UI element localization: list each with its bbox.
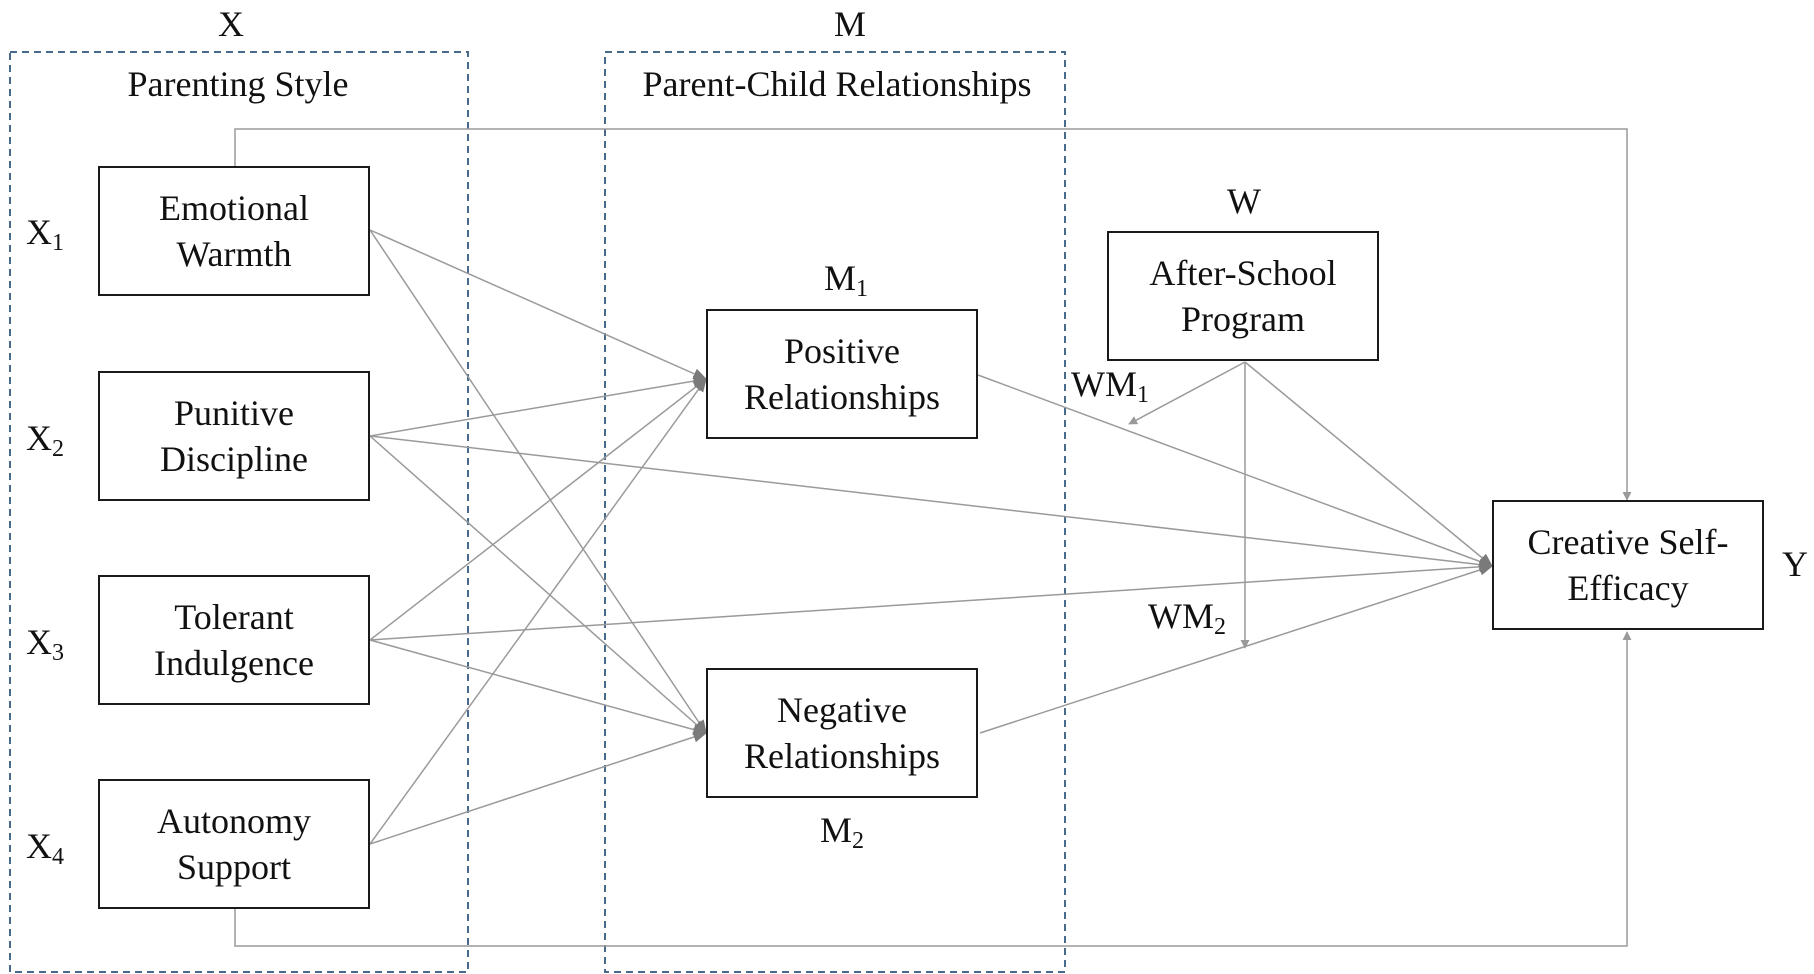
- x-group-title: Parenting Style: [127, 64, 349, 104]
- creative-self-efficacy-line2: Efficacy: [1567, 568, 1689, 608]
- tolerant-indulgence-line2: Indulgence: [154, 643, 314, 683]
- arrow-x2-to-m1: [369, 375, 708, 437]
- x3-symbol: X3: [26, 622, 64, 666]
- tolerant-indulgence-box: Tolerant Indulgence: [98, 575, 370, 705]
- m1-symbol: M1: [823, 258, 869, 302]
- arrow-m2-to-y: [979, 564, 1494, 734]
- positive-relationships-box: Positive Relationships: [706, 309, 978, 439]
- arrow-x3-to-m1: [369, 378, 708, 641]
- emotional-warmth-line1: Emotional: [159, 188, 309, 228]
- arrow-x3-to-m2: [369, 639, 708, 736]
- arrow-x4-to-y: [234, 631, 1632, 947]
- autonomy-support-line1: Autonomy: [156, 801, 311, 841]
- w-symbol: W: [1227, 181, 1261, 221]
- after-school-program-line2: Program: [1181, 299, 1305, 339]
- arrow-x1-to-m1: [369, 229, 708, 380]
- y-symbol: Y: [1782, 544, 1808, 584]
- wm2-label: WM2: [1148, 596, 1226, 640]
- positive-relationships-line1: Positive: [783, 331, 900, 371]
- emotional-warmth-box: Emotional Warmth: [98, 166, 370, 296]
- arrow-x1-to-y: [234, 128, 1632, 501]
- m2-symbol: M2: [819, 810, 865, 854]
- arrow-x2-to-m2: [369, 435, 708, 734]
- arrow-x3-to-y: [369, 561, 1494, 641]
- autonomy-support-line2: Support: [176, 847, 291, 887]
- creative-self-efficacy-box: Creative Self- Efficacy: [1492, 500, 1764, 630]
- negative-relationships-box: Negative Relationships: [706, 668, 978, 798]
- wm1-label: WM1: [1071, 364, 1149, 408]
- after-school-program-box: After-School Program: [1107, 231, 1379, 361]
- after-school-program-line1: After-School: [1149, 253, 1337, 293]
- arrow-m1-to-y: [977, 374, 1494, 567]
- arrow-x2-to-y: [369, 435, 1494, 571]
- negative-relationships-line1: Negative: [777, 690, 907, 730]
- arrow-x4-to-m1: [369, 377, 707, 845]
- x-group-letter: X: [218, 4, 244, 44]
- negative-relationships-line2: Relationships: [744, 736, 940, 776]
- x2-symbol: X2: [26, 418, 64, 462]
- m-group-letter: M: [833, 4, 867, 44]
- parenting-style-group-frame: [9, 51, 469, 973]
- arrow-x4-to-m2: [369, 731, 708, 845]
- x1-symbol: X1: [26, 212, 64, 256]
- emotional-warmth-line2: Warmth: [176, 234, 292, 274]
- creative-self-efficacy-line1: Creative Self-: [1527, 522, 1729, 562]
- m-group-title: Parent-Child Relationships: [642, 64, 1032, 104]
- punitive-discipline-box: Punitive Discipline: [98, 371, 370, 501]
- punitive-discipline-line2: Discipline: [160, 439, 308, 479]
- punitive-discipline-line1: Punitive: [173, 393, 294, 433]
- parent-child-relationships-group-frame: [604, 51, 1066, 973]
- positive-relationships-line2: Relationships: [744, 377, 940, 417]
- arrow-w-to-wm1: [1128, 361, 1246, 425]
- arrow-w-to-y: [1244, 361, 1494, 567]
- tolerant-indulgence-line1: Tolerant: [174, 597, 294, 637]
- x4-symbol: X4: [26, 826, 64, 870]
- autonomy-support-box: Autonomy Support: [98, 779, 370, 909]
- arrow-x1-to-m2: [369, 229, 707, 735]
